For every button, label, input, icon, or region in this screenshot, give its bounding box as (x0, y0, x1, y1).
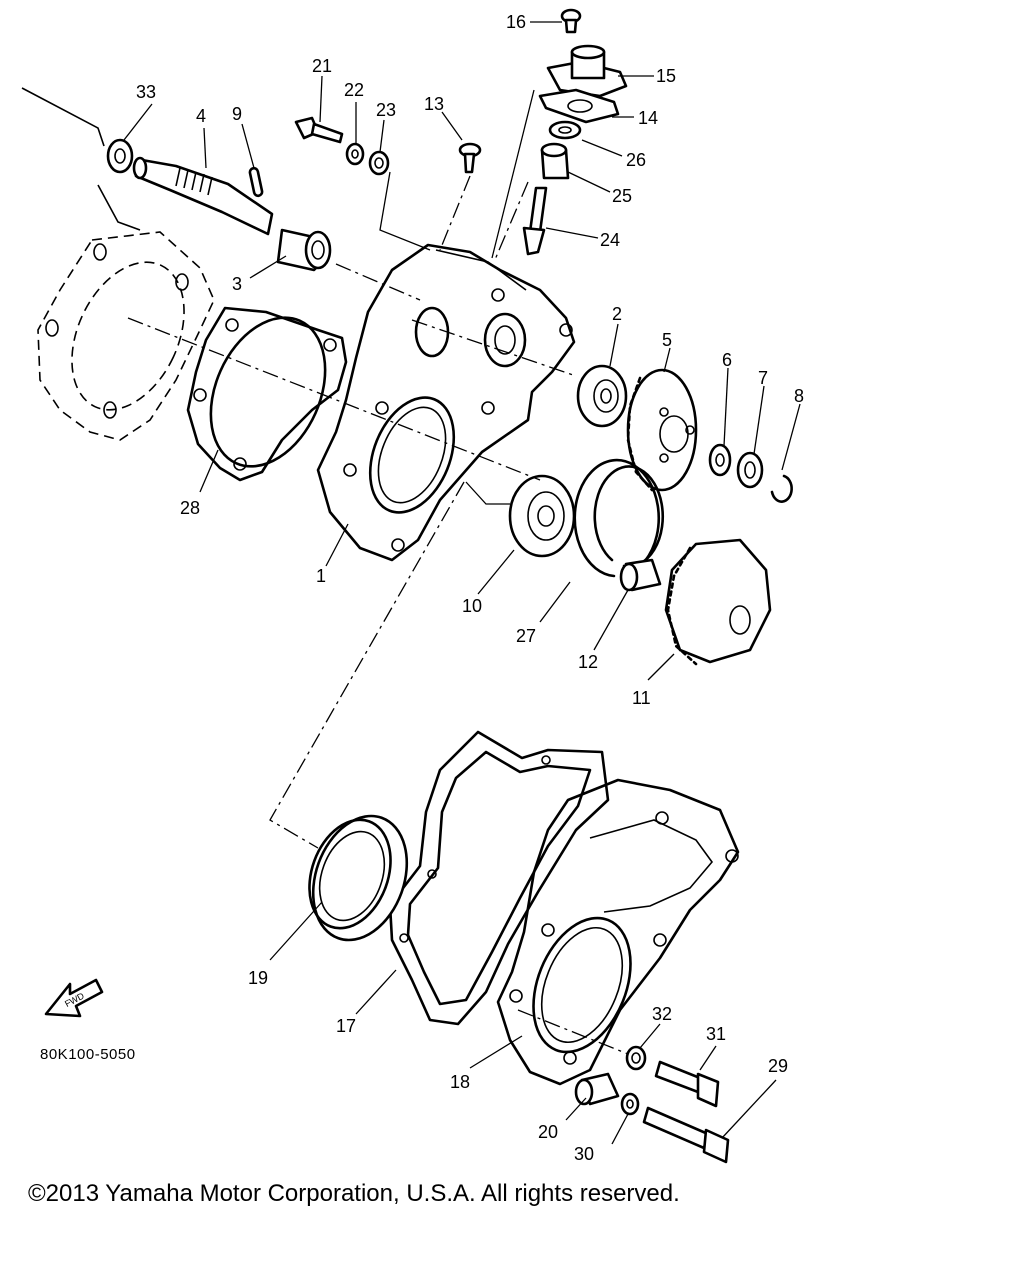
part-number-labels: 1 2 3 4 5 6 7 8 9 10 11 12 13 14 15 16 1… (136, 12, 804, 1164)
part-label-2: 2 (612, 304, 622, 324)
copyright-notice: ©2013 Yamaha Motor Corporation, U.S.A. A… (28, 1180, 680, 1207)
part-label-17: 17 (336, 1016, 356, 1036)
bushing-25 (540, 142, 570, 180)
part-label-5: 5 (662, 330, 672, 350)
part-label-8: 8 (794, 386, 804, 406)
part-label-16: 16 (506, 12, 526, 32)
part-label-25: 25 (612, 186, 632, 206)
part-label-33: 33 (136, 82, 156, 102)
assembly-lines (127, 89, 629, 1055)
cover-18 (496, 778, 740, 1086)
part-label-29: 29 (768, 1056, 788, 1076)
bearing-10 (508, 474, 576, 558)
part-label-20: 20 (538, 1122, 558, 1142)
bolt-31 (654, 1060, 720, 1108)
part-label-27: 27 (516, 626, 536, 646)
leader-lines (123, 21, 801, 1145)
gasket-28 (186, 306, 348, 482)
bushing-3 (276, 228, 332, 272)
part-label-3: 3 (232, 274, 242, 294)
part-label-10: 10 (462, 596, 482, 616)
bolt-21 (294, 116, 344, 144)
washer-33 (106, 138, 134, 174)
housing-15 (546, 44, 628, 98)
bolt-16 (560, 8, 582, 34)
gasket-17 (388, 730, 610, 1026)
part-label-1: 1 (316, 566, 326, 586)
part-label-7: 7 (758, 368, 768, 388)
part-label-4: 4 (196, 106, 206, 126)
part-label-13: 13 (424, 94, 444, 114)
oil-seal-19 (308, 814, 409, 942)
screw-13 (458, 142, 482, 174)
washer-22 (345, 142, 365, 166)
gear-shaft-24 (522, 186, 548, 256)
bearing-2 (576, 364, 628, 428)
seal-26 (548, 120, 582, 140)
forward-arrow-icon: FWD (44, 978, 104, 1018)
part-label-6: 6 (722, 350, 732, 370)
part-label-28: 28 (180, 498, 200, 518)
washer-23 (368, 150, 390, 176)
part-label-32: 32 (652, 1004, 672, 1024)
catalog-code: 80K100-5050 (40, 1046, 136, 1063)
circlip-8 (770, 474, 793, 503)
gear-11 (664, 538, 772, 666)
part-label-15: 15 (656, 66, 676, 86)
gasket-14 (538, 88, 620, 124)
dowel-12 (619, 558, 662, 592)
forward-arrow-label: FWD (63, 990, 86, 1009)
washer-32 (625, 1045, 647, 1071)
part-label-12: 12 (578, 652, 598, 672)
circlip-27 (573, 458, 665, 578)
part-label-24: 24 (600, 230, 620, 250)
part-label-19: 19 (248, 968, 268, 988)
part-label-18: 18 (450, 1072, 470, 1092)
part-label-30: 30 (574, 1144, 594, 1164)
part-label-21: 21 (312, 56, 332, 76)
part-label-11: 11 (632, 688, 651, 708)
washer-6 (708, 443, 732, 477)
pin-9 (248, 166, 264, 198)
washer-30 (620, 1092, 640, 1116)
engine-case-outline (21, 87, 215, 441)
dowel-20 (574, 1072, 620, 1106)
shaft-4 (132, 156, 274, 236)
part-label-31: 31 (706, 1024, 726, 1044)
exploded-parts-diagram: FWD (21, 8, 804, 1164)
part-label-9: 9 (232, 104, 242, 124)
washer-7 (736, 451, 764, 489)
part-label-23: 23 (376, 100, 396, 120)
part-label-26: 26 (626, 150, 646, 170)
gear-5 (626, 368, 698, 492)
bolt-29 (642, 1106, 730, 1164)
part-label-22: 22 (344, 80, 364, 100)
part-label-14: 14 (638, 108, 658, 128)
